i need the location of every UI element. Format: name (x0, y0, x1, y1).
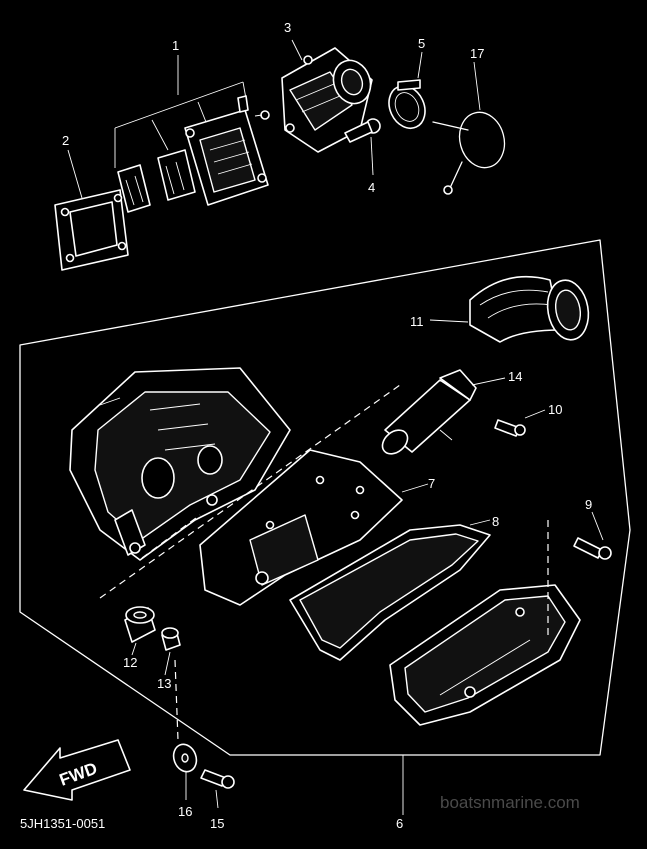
silencer-upper-housing (69, 367, 291, 561)
callout-17: 17 (470, 46, 484, 61)
assembly-boundary (19, 239, 631, 756)
callout-13: 13 (157, 676, 171, 691)
callout-14: 14 (508, 369, 522, 384)
callout-9: 9 (585, 497, 592, 512)
intake-pipe (381, 369, 477, 455)
reed-petal-left (117, 164, 151, 213)
rubber-mount (124, 606, 156, 643)
reed-petal-right (157, 149, 196, 201)
diagram-code: 5JH1351-0051 (20, 816, 105, 831)
callout-6: 6 (396, 816, 403, 831)
screw-9 (573, 537, 612, 560)
callout-3: 3 (284, 20, 291, 35)
silencer-seal-8 (289, 524, 491, 661)
callout-5: 5 (418, 36, 425, 51)
washer (172, 743, 198, 773)
screw-10 (494, 419, 526, 437)
intake-manifold (281, 47, 373, 153)
callout-1: 1 (172, 38, 179, 53)
bolt-15 (200, 769, 235, 789)
collar (161, 627, 181, 651)
callout-2: 2 (62, 133, 69, 148)
wire-ring (432, 111, 506, 195)
callout-16: 16 (178, 804, 192, 819)
callout-8: 8 (492, 514, 499, 529)
fwd-arrow-icon: FWD (23, 739, 131, 801)
reed-screw (237, 95, 270, 120)
callout-4: 4 (368, 180, 375, 195)
manifold-bolt (344, 118, 381, 143)
callout-15: 15 (210, 816, 224, 831)
reed-gasket (54, 189, 129, 271)
silencer-gasket-7 (199, 449, 403, 606)
watermark: boatsnmarine.com (440, 793, 580, 812)
hose-clamp (388, 79, 426, 129)
callout-10: 10 (548, 402, 562, 417)
reed-valve-bracket (114, 55, 249, 168)
intake-elbow (469, 275, 590, 343)
callout-12: 12 (123, 655, 137, 670)
callout-7: 7 (428, 476, 435, 491)
reed-valve-block (184, 109, 269, 206)
silencer-lower-housing (389, 584, 581, 726)
callout-11: 11 (410, 314, 424, 329)
